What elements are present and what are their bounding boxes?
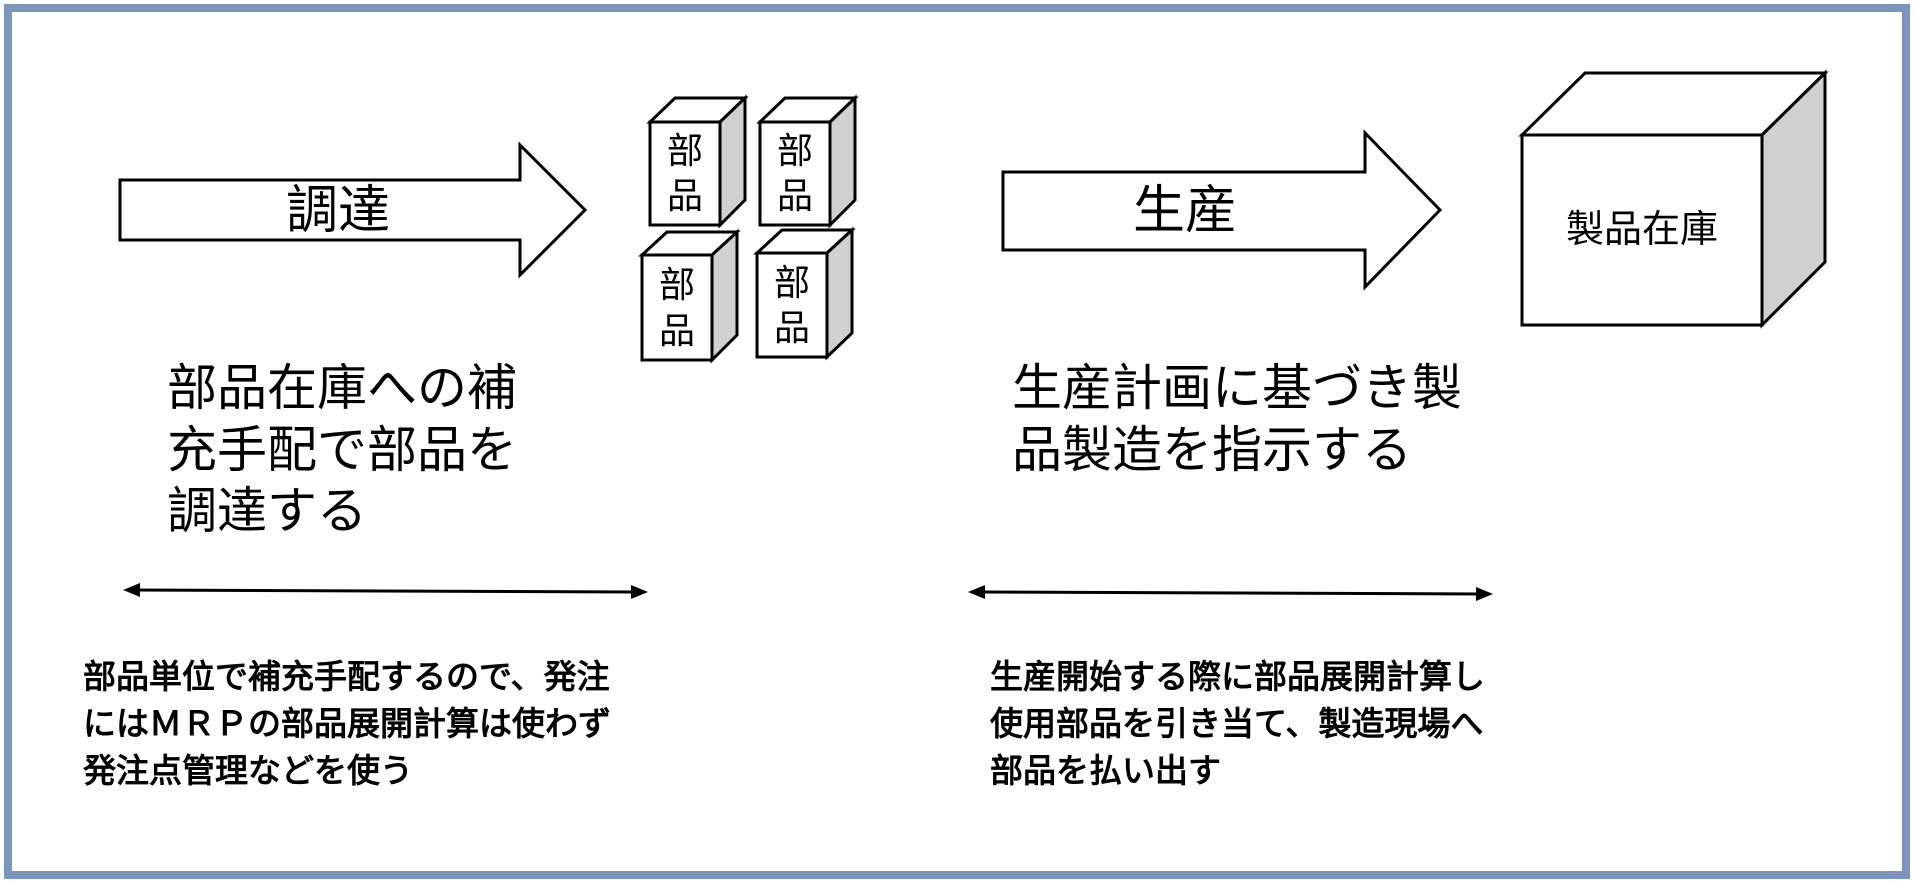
parts-box-4-line2: 品 [774, 308, 810, 349]
parts-box-4: 部 品 [753, 226, 856, 361]
parts-box-1-line1: 部 [667, 131, 703, 172]
parts-box-4-line1: 部 [774, 263, 810, 304]
product-inventory-label: 製品在庫 [1566, 207, 1718, 251]
parts-box-3-line2: 品 [659, 311, 695, 352]
right-note-line-1: 生産開始する際に部品展開計算し [990, 657, 1485, 696]
right-description: 生産計画に基づき製 品製造を指示する [1012, 359, 1462, 479]
procurement-arrow-shape [118, 141, 588, 279]
left-note-line-2: にはＭＲＰの部品展開計算は使わず [83, 704, 611, 743]
left-description: 部品在庫への補 充手配で部品を 調達する [167, 359, 517, 540]
left-note-line-1: 部品単位で補充手配するので、発注 [83, 657, 610, 696]
left-span-arrow [123, 583, 648, 599]
product-inventory-box: 製品在庫 [1518, 69, 1829, 329]
production-arrow-label: 生産 [1133, 181, 1237, 241]
parts-box-1-line2: 品 [667, 176, 703, 217]
parts-box-3-line1: 部 [659, 265, 695, 306]
right-span-arrow [968, 585, 1493, 601]
parts-box-2-line1: 部 [777, 131, 813, 172]
right-note-line-3: 部品を払い出す [990, 751, 1221, 790]
right-description-line-1: 生産計画に基づき製 [1012, 359, 1462, 417]
right-note-line-2: 使用部品を引き当て、製造現場へ [990, 704, 1483, 743]
parts-box-2: 部 品 [756, 94, 859, 229]
right-description-line-2: 品製造を指示する [1012, 421, 1412, 479]
right-note: 生産開始する際に部品展開計算し 使用部品を引き当て、製造現場へ 部品を払い出す [990, 657, 1485, 790]
left-note-line-3: 発注点管理などを使う [83, 751, 413, 790]
left-description-line-1: 部品在庫への補 [167, 359, 517, 417]
production-arrow-shape [1001, 129, 1443, 291]
left-description-line-3: 調達する [167, 482, 367, 540]
procurement-arrow: 調達 [118, 141, 588, 279]
procurement-arrow-label: 調達 [286, 181, 390, 241]
parts-box-3: 部 品 [638, 228, 741, 364]
left-note: 部品単位で補充手配するので、発注 にはＭＲＰの部品展開計算は使わず 発注点管理な… [83, 657, 611, 790]
left-description-line-2: 充手配で部品を [167, 421, 517, 479]
production-arrow: 生産 [1001, 129, 1443, 291]
parts-box-1: 部 品 [646, 94, 749, 229]
parts-box-2-line2: 品 [777, 176, 813, 217]
